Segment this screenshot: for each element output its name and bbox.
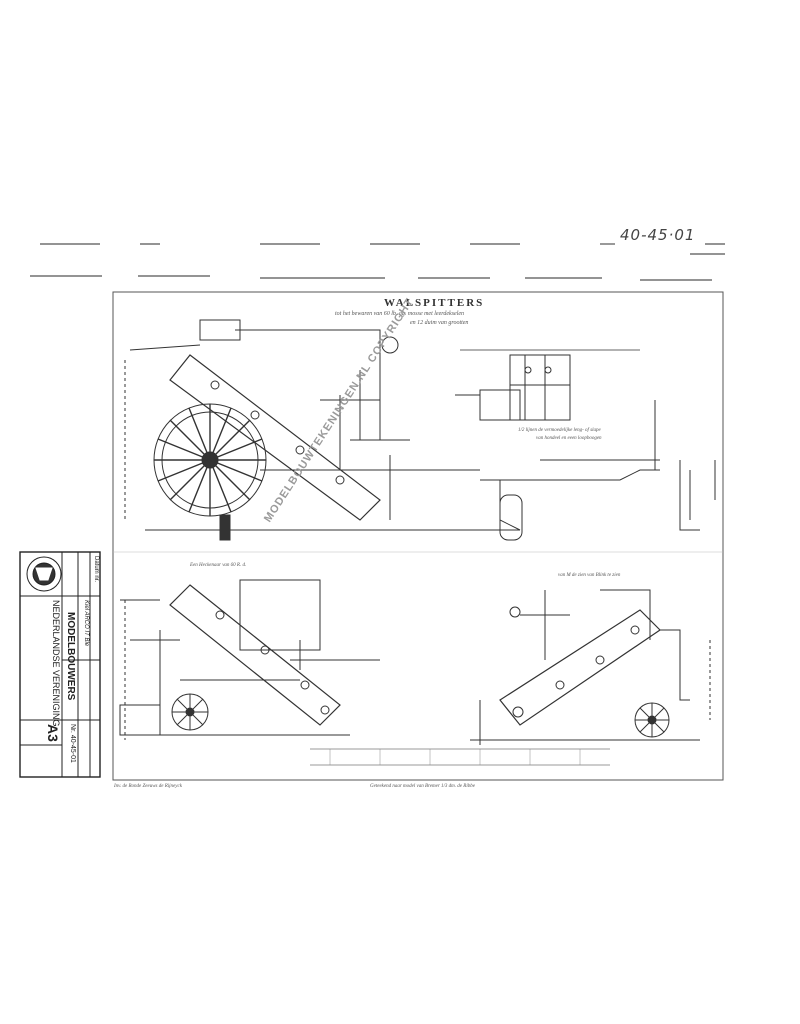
title-block-kiel: Kiel ARCO IT Ble [83,600,89,647]
top-carriage-side-view [124,319,716,541]
footer-left-note: Inv. de Ronde Zeeuws de Rijneyck [114,784,182,789]
spoked-wheel [153,403,267,517]
nvm-logo-seal [26,556,62,592]
footer-center-note: Geteekend naar model van Bremer 1/3 dm. … [370,784,475,789]
title-block-org-line2: MODELBOUWERS [65,612,76,701]
drawing-subtitle: tot het bewaren van 60 lb. ag. mosse met… [335,311,465,317]
drawing-subtitle-line2: en 12 duim van grootten [410,320,469,326]
scan-cut-lines [30,243,725,281]
sheet-border [112,291,724,781]
caption-top-right-line2: van hondeel en eeen loopboogen [536,436,602,441]
title-block [19,551,101,778]
bottom-left-carriage-view [119,579,380,740]
caption-bottom-right-view: van M de zien van Blink te zien [558,573,621,578]
bottom-right-small-wheel [634,702,670,738]
title-block-number: Nr. 40-45-01 [69,724,76,763]
bottom-left-small-wheel [171,693,209,731]
title-block-org-line1: NEDERLANDSE VERENIGING [51,600,61,727]
handwritten-reference-number: 40-45·01 [620,226,696,244]
title-block-sheet-size: A3 [45,724,61,742]
title-block-datum: Datum nr. [93,556,99,583]
drawing-title: WALSPITTERS [384,297,485,309]
caption-bottom-left-view: Een Heckenaar van 60 R. d. [190,563,247,568]
caption-top-right: 1/2 lijnen de vermoedelijke leng- of sla… [518,428,601,433]
bottom-right-carriage-view [470,589,711,745]
